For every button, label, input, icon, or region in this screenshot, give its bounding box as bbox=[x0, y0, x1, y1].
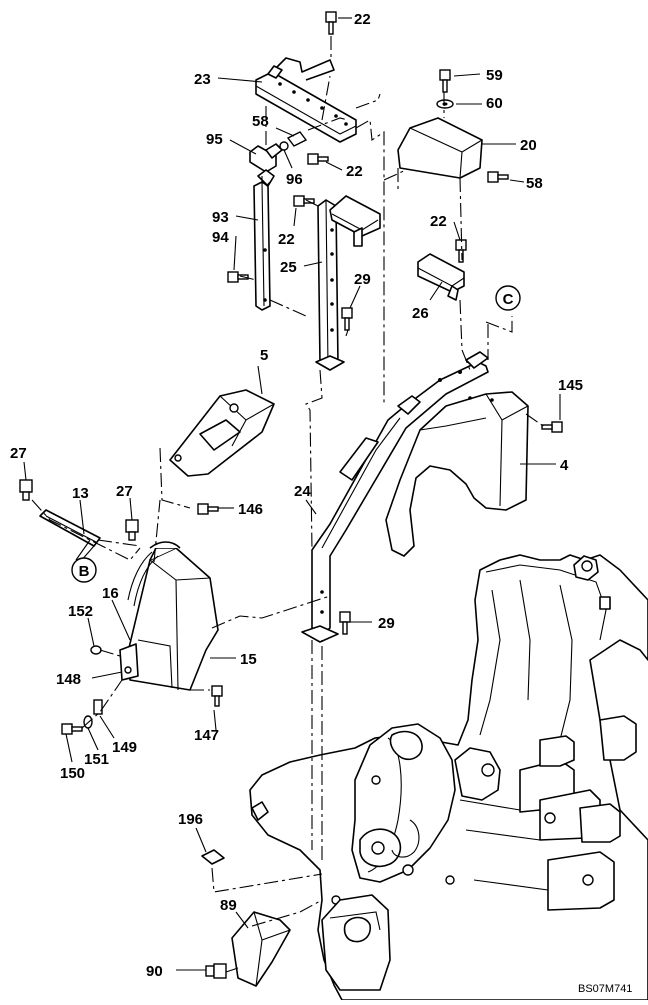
label-93: 93 bbox=[212, 209, 229, 226]
label-24: 24 bbox=[294, 483, 311, 500]
bolt-147 bbox=[211, 685, 223, 707]
bolt-29-upper bbox=[341, 307, 353, 331]
bolt-22-center bbox=[307, 153, 329, 165]
plate-149 bbox=[93, 699, 103, 715]
callout-b-letter: B bbox=[79, 563, 90, 580]
leader-lines bbox=[23, 17, 561, 971]
label-22-top: 22 bbox=[354, 11, 371, 28]
label-150: 150 bbox=[60, 765, 85, 782]
part-15-bracket bbox=[119, 541, 219, 691]
label-22-mid: 22 bbox=[278, 231, 295, 248]
part-labels: 22 23 59 60 58 95 20 96 22 58 93 22 22 9… bbox=[10, 11, 583, 980]
callout-b: B bbox=[71, 557, 97, 583]
bolt-22-mid bbox=[293, 195, 315, 207]
washer-60 bbox=[436, 99, 454, 109]
label-22-center: 22 bbox=[346, 163, 363, 180]
label-13: 13 bbox=[72, 485, 89, 502]
label-151: 151 bbox=[84, 751, 109, 768]
label-23: 23 bbox=[194, 71, 211, 88]
part-24-bracket bbox=[301, 351, 489, 643]
label-29-lower: 29 bbox=[378, 615, 395, 632]
part-25-post bbox=[315, 195, 381, 371]
label-60: 60 bbox=[486, 95, 503, 112]
part-20-cover bbox=[397, 117, 483, 179]
grommet-152 bbox=[90, 645, 102, 655]
bolt-27-left bbox=[19, 479, 33, 501]
label-95: 95 bbox=[206, 131, 223, 148]
label-94: 94 bbox=[212, 229, 229, 246]
label-27-right: 27 bbox=[116, 483, 133, 500]
label-152: 152 bbox=[68, 603, 93, 620]
part-26-bracket bbox=[417, 253, 465, 301]
label-147: 147 bbox=[194, 727, 219, 744]
main-frame bbox=[249, 554, 648, 1001]
label-20: 20 bbox=[520, 137, 537, 154]
part-89-cover bbox=[231, 911, 291, 987]
bolt-22-top bbox=[325, 11, 337, 35]
label-59: 59 bbox=[486, 67, 503, 84]
part-196-pad bbox=[201, 849, 225, 865]
bolt-58-upper bbox=[286, 131, 308, 147]
bolt-145 bbox=[541, 421, 563, 433]
part-13-strip bbox=[39, 509, 101, 547]
label-96: 96 bbox=[286, 171, 303, 188]
callout-c-letter: C bbox=[503, 291, 514, 308]
bolt-59 bbox=[439, 69, 451, 93]
label-29-upper: 29 bbox=[354, 271, 371, 288]
bolt-58-right bbox=[487, 171, 509, 183]
label-146: 146 bbox=[238, 501, 263, 518]
part-23-bracket bbox=[255, 57, 357, 143]
label-27-left: 27 bbox=[10, 445, 27, 462]
label-25: 25 bbox=[280, 259, 297, 276]
bolt-150 bbox=[61, 723, 83, 735]
assembly-lines bbox=[31, 75, 547, 973]
label-16: 16 bbox=[102, 585, 119, 602]
part-95-clamp bbox=[249, 141, 289, 173]
callout-c: C bbox=[495, 285, 521, 311]
label-15: 15 bbox=[240, 651, 257, 668]
label-5: 5 bbox=[260, 347, 268, 364]
bolt-146 bbox=[197, 503, 219, 515]
part-16-bracket bbox=[127, 551, 159, 607]
label-22-right: 22 bbox=[430, 213, 447, 230]
label-4: 4 bbox=[560, 457, 569, 474]
label-58-right: 58 bbox=[526, 175, 543, 192]
label-149: 149 bbox=[112, 739, 137, 756]
label-89: 89 bbox=[220, 897, 237, 914]
bolt-29-lower bbox=[339, 611, 351, 635]
part-5-cover bbox=[169, 389, 275, 477]
label-90: 90 bbox=[146, 963, 163, 980]
label-148: 148 bbox=[56, 671, 81, 688]
label-145: 145 bbox=[558, 377, 583, 394]
bolt-90 bbox=[205, 963, 227, 979]
bolt-27-right bbox=[125, 519, 139, 541]
part-4-cover bbox=[385, 391, 529, 557]
drawing-code: BS07M741 bbox=[578, 983, 632, 995]
label-196: 196 bbox=[178, 811, 203, 828]
label-58-upper: 58 bbox=[252, 113, 269, 130]
label-26: 26 bbox=[412, 305, 429, 322]
part-93-bracket bbox=[253, 169, 275, 311]
bolt-22-right bbox=[455, 239, 467, 263]
